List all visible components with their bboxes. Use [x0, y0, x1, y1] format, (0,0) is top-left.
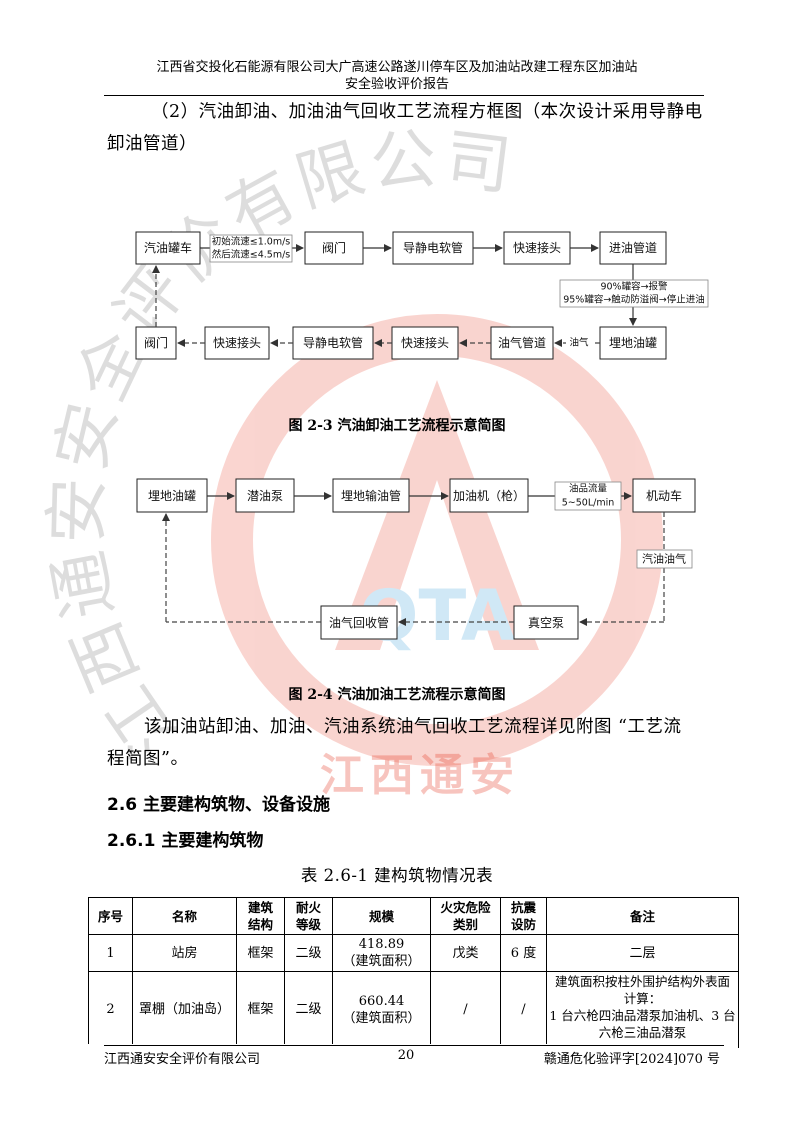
node-vapor-pipe: [490, 326, 554, 360]
node-coupling-bottom-label: 快速接头: [401, 335, 449, 350]
cell: 框架: [236, 934, 285, 972]
node-hose-bottom: [292, 326, 374, 360]
node-vapor-pipe-label: 油气管道: [498, 335, 546, 350]
th-remarks: 备注: [546, 897, 739, 935]
cell: 罩棚（加油岛）: [132, 971, 237, 1048]
intro-line-2: 卸油管道）: [107, 134, 197, 154]
node-tank-label: 埋地油罐: [609, 336, 657, 350]
node2-pump: [235, 478, 295, 513]
node2-tank: [136, 478, 208, 513]
vapor2-label: 汽油油气: [642, 552, 686, 566]
header-rule: [104, 95, 704, 96]
header-title: 江西省交投化石能源有限公司大广高速公路遂川停车区及加油站改建工程东区加油站: [156, 60, 638, 75]
cell: /: [430, 971, 501, 1048]
node-coupling-top-label: 快速接头: [513, 240, 561, 255]
node-tanker-label: 汽油罐车: [144, 240, 192, 255]
footer-company: 江西通安安全评价有限公司: [104, 1052, 261, 1067]
node-inlet-pipe-label: 进油管道: [609, 240, 657, 255]
cell: 2: [88, 971, 133, 1048]
node2-vehicle-label: 机动车: [646, 488, 682, 503]
table-cutoff: [88, 1044, 738, 1054]
alarm-note-1: 90%罐容→报警: [600, 281, 668, 293]
th-fire-category: 火灾危险 类别: [430, 897, 501, 935]
section-heading-2-6-1: 2.6.1 主要建构筑物: [107, 831, 264, 851]
cell: 框架: [236, 971, 285, 1048]
th-name: 名称: [132, 897, 237, 935]
th-index: 序号: [88, 897, 133, 935]
alarm-note-2: 95%罐容→触动防溢阀→停止进油: [563, 294, 705, 306]
body-line-1: 该加油站卸油、加油、汽油系统油气回收工艺流程详见附图 “工艺流: [144, 717, 682, 737]
node2-vacuum-label: 真空泵: [528, 616, 564, 630]
flow2-note-2: 5~50L/min: [562, 498, 615, 509]
watermark-logo-a: [335, 380, 539, 650]
table-row: 1 站房 框架 二级 418.89 （建筑面积） 戊类 6 度 二层: [88, 934, 739, 972]
figure-2-3-caption: 图 2-3 汽油卸油工艺流程示意简图: [288, 418, 506, 434]
table-caption: 表 2.6-1 建构筑物情况表: [300, 866, 494, 885]
watermark-badge: 江西通安: [320, 750, 520, 801]
footer-rule: [104, 1045, 724, 1046]
node-valve-top-label: 阀门: [322, 240, 346, 255]
node2-pipe: [332, 478, 410, 513]
vapor-label: 油气: [569, 337, 589, 349]
table-header-row: 序号 名称 建筑 结构 耐火 等级 规模 火灾危险 类别 抗震 设防 备注: [88, 897, 739, 935]
node-inlet-pipe: [599, 231, 667, 265]
flow-note-box: [209, 234, 293, 263]
th-seismic: 抗震 设防: [500, 897, 547, 935]
node2-dispenser: [449, 478, 529, 513]
flow2-note-box: [554, 481, 622, 511]
node2-recovery-label: 油气回收管: [329, 615, 389, 630]
flow2-note-1: 油品流量: [569, 483, 608, 495]
body-line-2: 程简图”。: [107, 749, 189, 769]
node2-dispenser-label: 加油机（枪）: [453, 488, 525, 503]
section-heading-2-6: 2.6 主要建构筑物、设备设施: [107, 795, 331, 815]
th-structure: 建筑 结构: [236, 897, 285, 935]
header-subtitle: 安全验收评价报告: [344, 77, 449, 92]
cell: 418.89 （建筑面积）: [332, 934, 431, 972]
cell: 戊类: [430, 934, 501, 972]
cell: 二级: [284, 934, 333, 972]
node-hose-top-label: 导静电软管: [403, 240, 463, 255]
node-tank: [599, 326, 667, 360]
intro-line-1: （2）汽油卸油、加油油气回收工艺流程方框图（本次设计采用导静电: [151, 102, 703, 122]
flow-note-2: 然后流速≤4.5m/s: [212, 249, 291, 261]
cell: 二层: [546, 934, 739, 972]
node-coupling-bottom2-label: 快速接头: [213, 335, 261, 350]
cell: 6 度: [500, 934, 547, 972]
footer-doc-number: 赣通危化验评字[2024]070 号: [543, 1052, 720, 1067]
vapor-label-box: [566, 336, 592, 350]
alarm-note-box: [559, 279, 709, 308]
node-hose-bottom-label: 导静电软管: [303, 335, 363, 350]
footer-page-number: 20: [397, 1048, 415, 1063]
figure-2-4-caption: 图 2-4 汽油加油工艺流程示意简图: [288, 687, 506, 703]
node-valve-bottom-label: 阀门: [144, 335, 168, 350]
node2-pump-label: 潜油泵: [247, 489, 283, 503]
node-valve-top: [304, 231, 364, 265]
node2-tank-label: 埋地油罐: [148, 489, 196, 503]
node2-pipe-label: 埋地输油管: [341, 488, 401, 503]
flow-note-1: 初始流速≤1.0m/s: [212, 236, 291, 248]
node-coupling-top: [503, 231, 571, 265]
vapor2-label-box: [636, 549, 693, 569]
